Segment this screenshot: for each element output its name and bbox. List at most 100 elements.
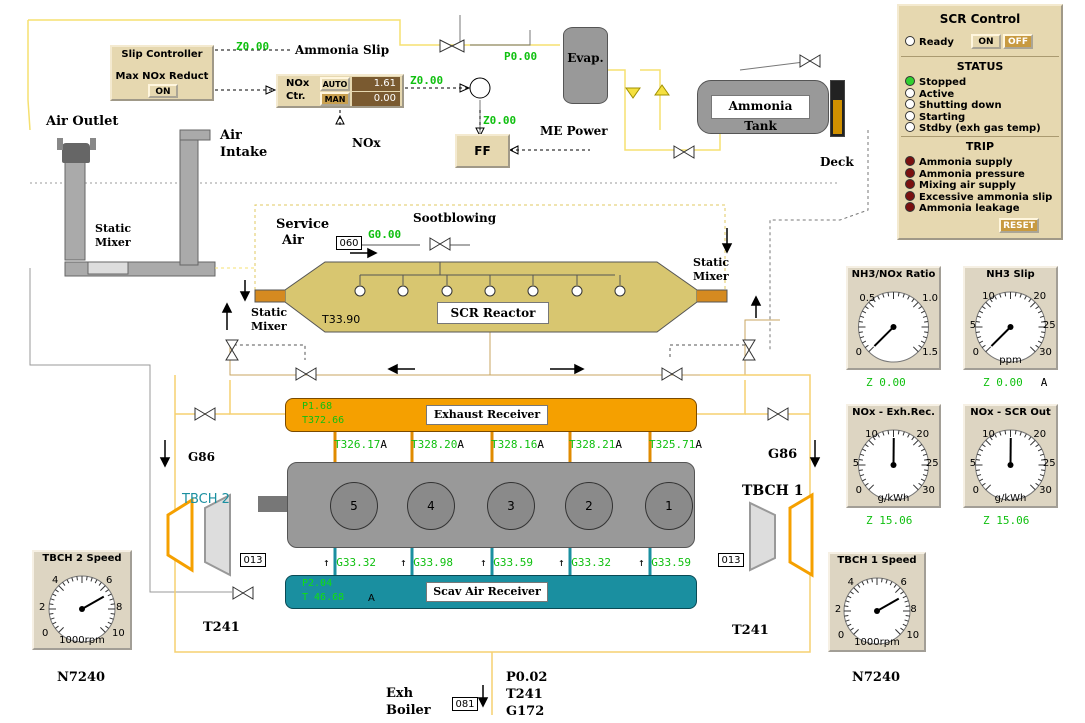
- t241-left: T241: [203, 620, 240, 635]
- gauge-tick: [50, 617, 55, 620]
- gauge-tick: [900, 627, 904, 631]
- gauge-tick-label: 1.5: [922, 347, 938, 359]
- gauge-tick-label: 4: [847, 576, 854, 588]
- cylinder-2[interactable]: 2: [565, 482, 613, 530]
- gauge-tick: [975, 469, 980, 471]
- gauge-tick: [844, 615, 849, 617]
- auto-button[interactable]: AUTO: [320, 77, 350, 91]
- gauge-dial: [858, 291, 929, 363]
- gauge-tick: [918, 306, 923, 310]
- gauge-tick: [110, 613, 115, 615]
- auto-value[interactable]: 1.61: [352, 77, 400, 91]
- scav-pressure: P2.04: [302, 578, 333, 589]
- gauge-tick: [71, 577, 74, 582]
- gauge-tick: [49, 613, 54, 615]
- gauge-tick: [1019, 431, 1022, 436]
- air-intake-label-2: Intake: [220, 145, 268, 160]
- gauge-tick-label: 6: [106, 574, 113, 586]
- scav-flow-value: G33.59: [651, 556, 691, 569]
- gauge-tick-label: 20: [1033, 429, 1047, 441]
- gauge-tick: [994, 295, 997, 300]
- gauge-tick: [918, 344, 923, 348]
- nox-controller-panel: NOx Ctr. AUTO MAN 1.61 0.00: [276, 74, 404, 108]
- gauge-tick: [902, 623, 907, 627]
- gauge-hub: [1007, 462, 1014, 468]
- gauge-tick-label: 8: [116, 602, 123, 613]
- air-intake-label-1: Air: [220, 128, 242, 143]
- scr-on-button[interactable]: ON: [971, 34, 1001, 49]
- gauge-dial: [975, 429, 1046, 501]
- man-button[interactable]: MAN: [320, 92, 350, 106]
- gauge-tick-label: 8: [910, 604, 917, 615]
- gauge-tick: [882, 293, 885, 298]
- ready-led: [905, 36, 915, 46]
- gauge-tick: [902, 595, 907, 599]
- nox-label: NOx: [352, 136, 381, 150]
- gauge-tick: [912, 346, 919, 353]
- scr-off-button[interactable]: OFF: [1003, 34, 1033, 49]
- gauge-dial: [48, 575, 116, 643]
- gauge-tick: [868, 301, 875, 308]
- gauge-readout-value: Z 15.06: [866, 514, 913, 527]
- sootblow-interval-box[interactable]: 060: [336, 236, 362, 250]
- gauge-unit: ppm: [999, 355, 1022, 366]
- gauge-tick: [1037, 340, 1042, 344]
- gauge-tick: [924, 469, 929, 471]
- gauge-tick: [924, 331, 929, 333]
- gauge-tick: [847, 595, 852, 599]
- man-value[interactable]: 0.00: [352, 92, 400, 106]
- gauge-tick: [981, 482, 986, 486]
- exhaust-temp-alarm-flag: A: [380, 438, 387, 451]
- g86-left: G86: [188, 450, 215, 464]
- tbch2-box[interactable]: 013: [240, 553, 266, 567]
- gauge-tick: [918, 444, 923, 448]
- gauge-tick-label: 1.0: [922, 292, 938, 304]
- cylinder-5[interactable]: 5: [330, 482, 378, 530]
- gauge-readout: Z 15.06: [983, 514, 1029, 527]
- gauge-tick: [981, 306, 986, 310]
- gauge-tick: [918, 482, 923, 486]
- gauge-tick: [1029, 484, 1036, 491]
- gauge-unit: 1000rpm: [854, 637, 900, 648]
- gauge-tick: [905, 615, 910, 617]
- gauge-tick: [847, 623, 852, 627]
- slip-controller-on-button[interactable]: ON: [148, 84, 178, 98]
- reset-button[interactable]: RESET: [999, 218, 1039, 233]
- gauge-tick-label: 5: [969, 320, 977, 331]
- static-mixer-right-label-1: Static: [693, 256, 730, 269]
- tbch1-box[interactable]: 013: [718, 553, 744, 567]
- cylinder-3[interactable]: 3: [487, 482, 535, 530]
- gauge-tick: [911, 436, 915, 441]
- exhaust-receiver: P1.68 T372.66 Exhaust Receiver: [285, 398, 697, 432]
- gauge-title: NOx - SCR Out: [970, 407, 1051, 418]
- gauge-tick: [1004, 292, 1007, 297]
- ammonia-slip-label: Ammonia Slip: [295, 43, 390, 57]
- gauge-needle: [873, 326, 895, 347]
- exhaust-receiver-label: Exhaust Receiver: [426, 405, 548, 425]
- flow-arrow-icon: ↑: [638, 556, 652, 569]
- exhaust-temp-value: T328.20: [411, 438, 458, 451]
- gauge-tick: [858, 459, 863, 461]
- tank-level-fill: [833, 100, 842, 134]
- boiler-box[interactable]: 081: [452, 697, 478, 711]
- gauge-tick: [922, 336, 927, 339]
- status-item: Shutting down: [905, 99, 1002, 111]
- gauge-tick-label: 0: [855, 485, 862, 497]
- exhaust-temp-value: T326.17: [334, 438, 381, 451]
- gauge-tick: [989, 436, 993, 441]
- gauge-tick-label: 25: [1042, 458, 1056, 469]
- gauge-tick: [862, 448, 867, 452]
- cylinder-1[interactable]: 1: [645, 482, 693, 530]
- vent-right-icon: [90, 138, 96, 150]
- gauge-tick: [853, 587, 859, 593]
- gauge-tick: [920, 310, 925, 314]
- gauge-tick-label: 2: [39, 602, 46, 613]
- cylinder-4[interactable]: 4: [407, 482, 455, 530]
- gauge-tick: [885, 579, 888, 584]
- ff-box[interactable]: FF: [455, 134, 510, 168]
- gauge-tick: [860, 474, 865, 477]
- service-air-label-1: Service: [276, 217, 330, 232]
- gauge-tick: [897, 430, 900, 435]
- flow-arrow-icon: ↑: [480, 556, 494, 569]
